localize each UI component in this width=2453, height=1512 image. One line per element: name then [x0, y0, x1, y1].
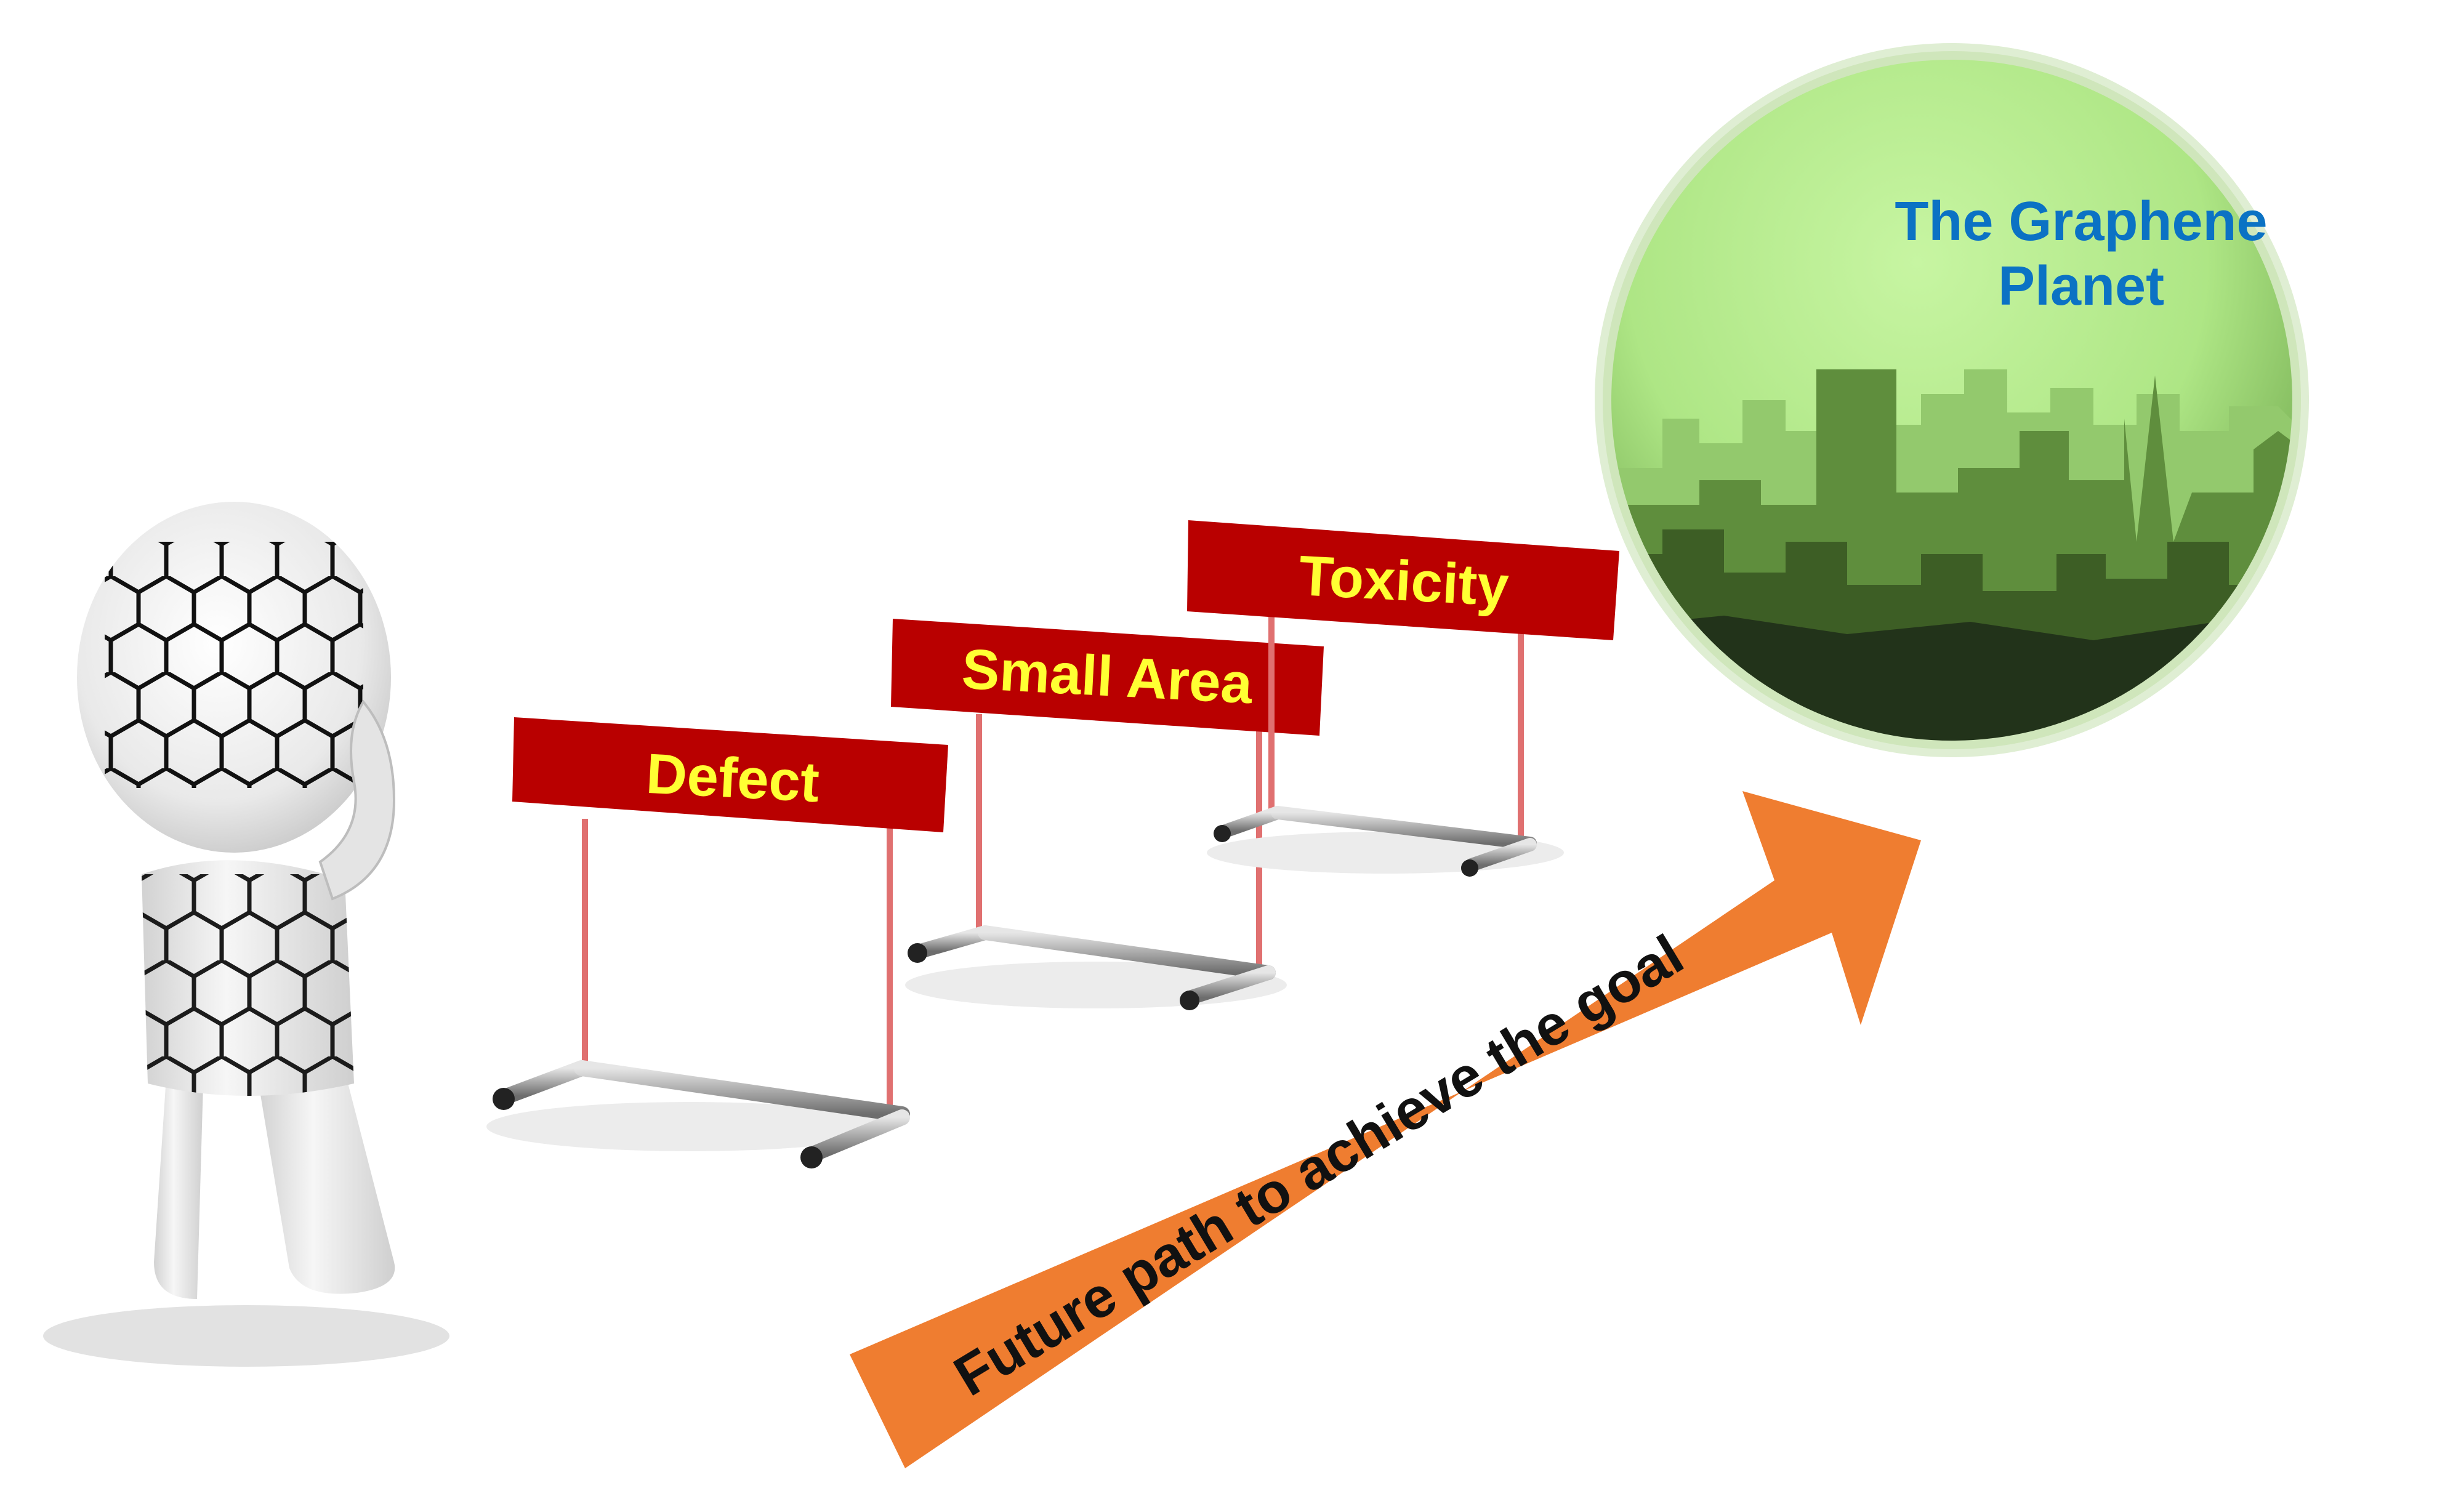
- thinking-figure: [43, 502, 449, 1367]
- hurdle-label-small-area: Small Area: [961, 638, 1255, 716]
- hurdle-label-toxicity: Toxicity: [1297, 544, 1510, 618]
- torso-graphene-pattern: [142, 874, 354, 1096]
- figure-leg-right: [259, 1071, 395, 1294]
- planet-title-line1: The Graphene: [1895, 191, 2267, 252]
- figure-arm: [318, 699, 396, 901]
- planet-title-line2: Planet: [1998, 255, 2164, 317]
- arrow-shape: [850, 791, 1921, 1468]
- hurdle-board-defect: [512, 717, 948, 832]
- hurdle-toxicity: [1187, 520, 1619, 877]
- hurdle-label-defect: Defect: [645, 742, 821, 814]
- figure-shadow: [43, 1305, 449, 1367]
- graphene-planet: The Graphene Planet: [1595, 43, 2309, 757]
- hurdle-defect: [486, 717, 948, 1168]
- hurdle-board-toxicity: [1187, 520, 1619, 640]
- hurdle-board-small-area: [891, 619, 1324, 736]
- hurdle-small-area: [891, 619, 1324, 1010]
- figure-leg-left: [154, 1077, 203, 1299]
- future-path-arrow: Future path to achieve the goal: [850, 791, 1921, 1468]
- head-graphene-pattern: [105, 542, 363, 788]
